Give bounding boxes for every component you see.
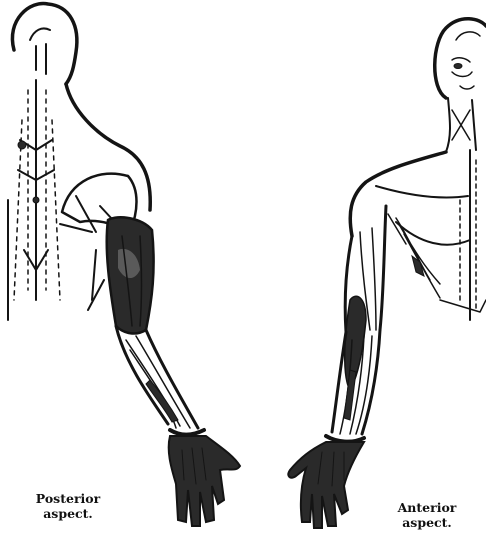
anterior-axillary-lines: [388, 214, 440, 298]
posterior-caption-line1: Posterior: [28, 491, 108, 506]
anterior-eye-icon: [454, 64, 462, 69]
anterior-caption-line1: Anterior: [382, 500, 472, 515]
anterior-caption: Anterior aspect.: [382, 500, 472, 530]
posterior-caption: Posterior aspect.: [28, 491, 108, 521]
posterior-shoulder-outline: [66, 84, 150, 210]
posterior-figure: [8, 3, 240, 526]
posterior-caption-line2: aspect.: [28, 506, 108, 521]
posterior-head: [12, 3, 76, 84]
anterior-caption-line2: aspect.: [382, 515, 472, 530]
posterior-forearm: [116, 326, 198, 428]
posterior-hand: [169, 436, 240, 526]
anterior-chest: [376, 150, 470, 320]
anterior-hand: [288, 442, 364, 528]
anterior-figure: [288, 19, 486, 528]
